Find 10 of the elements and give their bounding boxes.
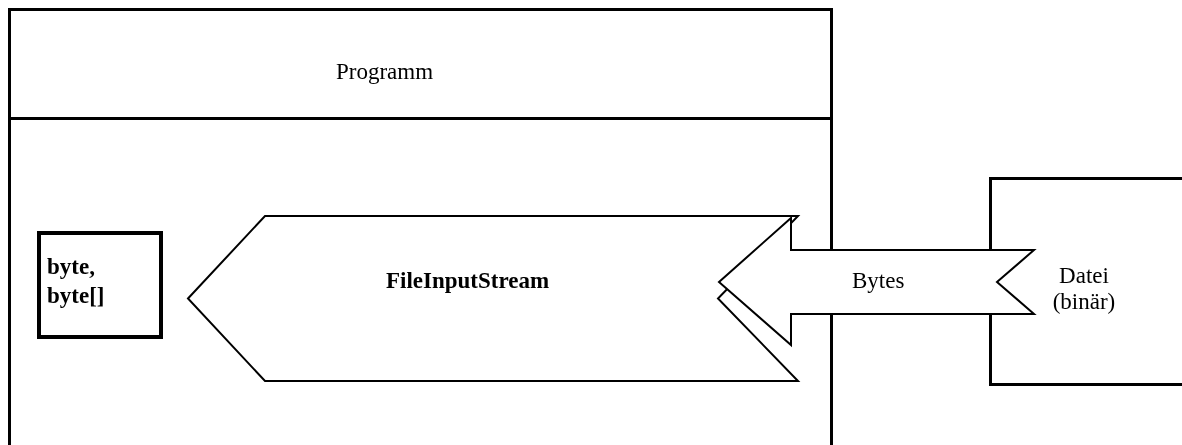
program-box [8, 8, 833, 445]
block-arrow [717, 215, 1037, 348]
file-label: Datei (binär) [1051, 263, 1117, 316]
data-type-label: byte, byte[] [47, 253, 106, 310]
edge-label: Bytes [852, 268, 905, 294]
file-box [989, 177, 1182, 386]
stream-label: FileInputStream [386, 268, 550, 294]
stream-arrow-shape [187, 215, 799, 382]
data-box [37, 231, 163, 339]
program-heading: Programm [336, 59, 434, 85]
